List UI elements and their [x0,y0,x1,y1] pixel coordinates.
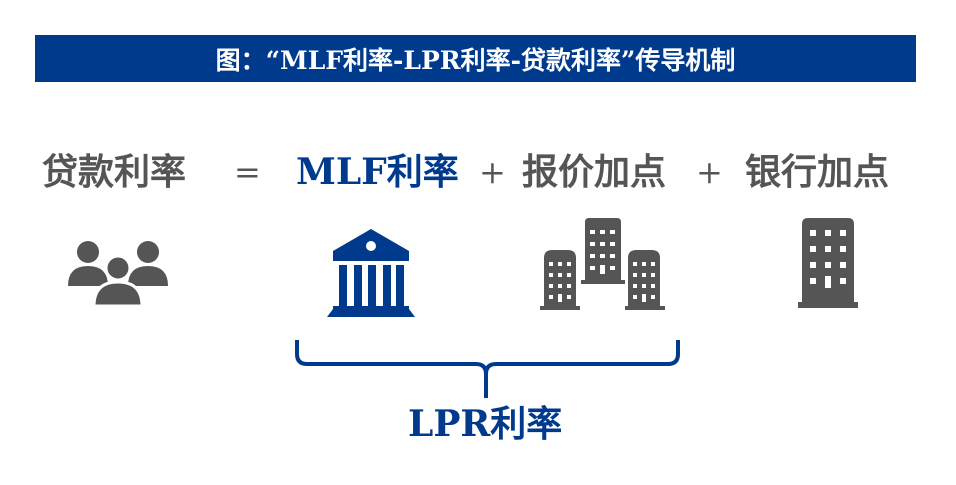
mlf-rate-label: MLF利率 [296,151,459,193]
title-banner: 图：“MLF利率-LPR利率-贷款利率”传导机制 [35,35,916,82]
title: 图：“MLF利率-LPR利率-贷款利率”传导机制 [215,45,736,75]
loan-rate-label: 贷款利率 [42,151,187,193]
plus-sign-1: + [479,153,506,191]
bank-icon [327,229,415,317]
quote-spread-label: 报价加点 [522,151,667,193]
building-icon [798,218,858,308]
equals-sign: = [234,153,261,191]
people-icon [68,241,168,306]
bank-spread-label: 银行加点 [745,151,890,193]
lpr-brace [295,340,680,398]
plus-sign-2: + [696,153,723,191]
buildings-icon [540,218,665,310]
lpr-rate-label: LPR利率 [408,403,563,445]
